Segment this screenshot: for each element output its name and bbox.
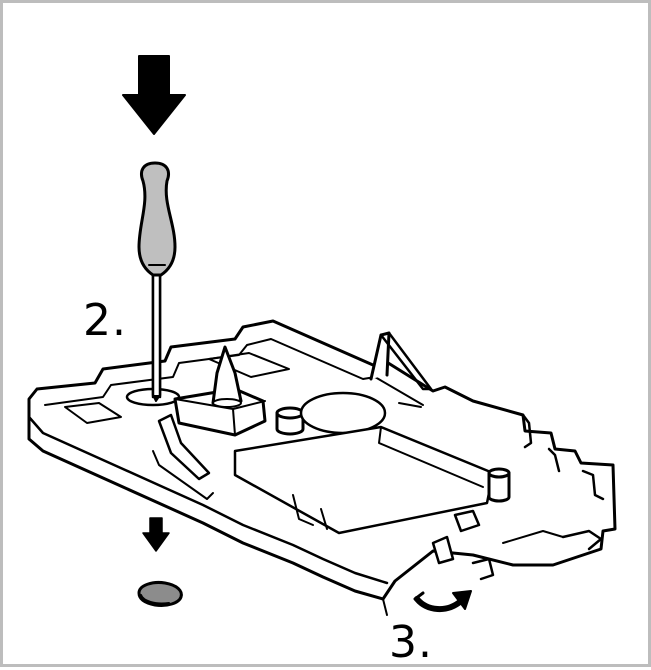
round-boss bbox=[275, 406, 305, 436]
tray-top-recess bbox=[208, 352, 290, 378]
screwdriver-handle bbox=[137, 161, 177, 277]
remove-down-arrow-icon bbox=[142, 517, 170, 552]
right-clips bbox=[382, 413, 605, 616]
screwdriver bbox=[137, 161, 177, 402]
assembly-illustration bbox=[27, 55, 617, 616]
right-post bbox=[487, 467, 511, 503]
detached-part bbox=[137, 581, 183, 607]
step-3-label: 3. bbox=[389, 617, 433, 668]
push-down-arrow-icon bbox=[122, 55, 186, 135]
circular-recess bbox=[299, 391, 387, 435]
center-plateau bbox=[233, 425, 495, 535]
tray-left-pocket bbox=[64, 402, 122, 424]
cone-post-block bbox=[173, 345, 267, 437]
step-2-label: 2. bbox=[83, 295, 127, 346]
latch-tab bbox=[369, 331, 433, 408]
tray-front-edge bbox=[27, 415, 389, 585]
rotate-arrow-icon bbox=[413, 590, 472, 612]
left-rib bbox=[152, 413, 328, 530]
